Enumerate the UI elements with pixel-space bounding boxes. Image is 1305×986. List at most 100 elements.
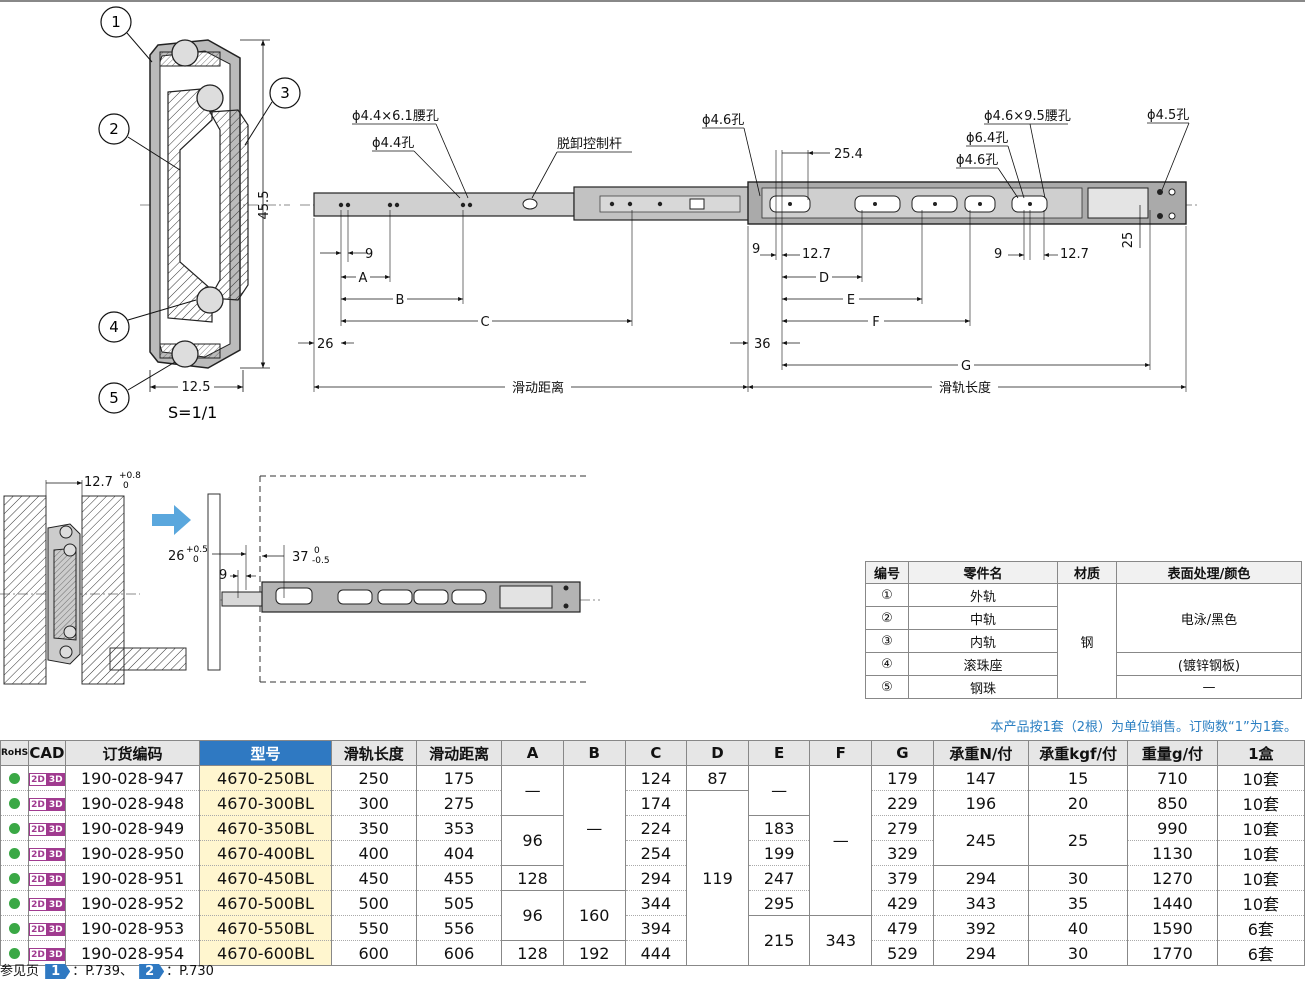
- parts-name: 滚珠座: [908, 652, 1058, 676]
- model-number: 4670-350BL: [199, 815, 332, 841]
- reference-page-1: ：P.739、: [72, 964, 133, 979]
- order-code: 190-028-949: [64, 815, 201, 841]
- model-number: 4670-450BL: [199, 865, 332, 891]
- parts-header-name: 零件名: [908, 561, 1058, 584]
- dim-c: 344: [624, 890, 688, 916]
- parts-name: 外轨: [908, 583, 1058, 607]
- dim-install-front-tol-upper: +0.5: [186, 545, 208, 555]
- dim-install-pitch: 9: [219, 568, 227, 583]
- callout-2: 2: [109, 120, 119, 138]
- dim-right-12-7: 12.7: [802, 247, 831, 262]
- dim-c: 254: [624, 840, 688, 866]
- rohs-compliant-icon: [9, 947, 21, 959]
- order-code: 190-028-954: [64, 940, 201, 966]
- rohs-compliant-icon: [9, 822, 21, 834]
- dim-g: 229: [871, 790, 934, 816]
- dim-c: 224: [624, 815, 688, 841]
- dim-e: 295: [747, 890, 811, 916]
- rohs-compliant-icon: [9, 872, 21, 884]
- parts-no: ④: [865, 652, 909, 676]
- travel: 404: [415, 840, 503, 866]
- rail-length: 600: [330, 940, 417, 966]
- dim-rear-12-7: 12.7: [1060, 247, 1089, 262]
- spec-header-rohs: RoHS: [0, 740, 30, 766]
- dim-d: 87: [686, 765, 749, 791]
- dim-g: 329: [871, 840, 934, 866]
- load-kgf: 15: [1027, 765, 1129, 791]
- dim-mount-gap-tol-upper: +0.8: [119, 471, 141, 481]
- dim-length: 滑轨长度: [939, 380, 991, 396]
- order-code: 190-028-951: [64, 865, 201, 891]
- dim-travel: 滑动距离: [512, 380, 564, 396]
- dim-front-offset: 26: [317, 337, 334, 352]
- load-n: 343: [932, 890, 1029, 916]
- travel: 505: [415, 890, 503, 916]
- load-n: 147: [932, 765, 1029, 791]
- model-number: 4670-500BL: [199, 890, 332, 916]
- sales-note: 本产品按1套（2根）为单位销售。订购数“1”为1套。: [990, 720, 1297, 735]
- box-qty: 10套: [1216, 765, 1305, 791]
- dim-section-height: 45.5: [257, 191, 272, 220]
- parts-finish-seat: (镀锌钢板): [1116, 652, 1302, 676]
- dim-rear-36: 36: [754, 337, 771, 352]
- label-hole-4-6-front: ϕ4.6孔: [702, 113, 744, 128]
- spec-header-travel: 滑动距离: [415, 740, 503, 766]
- spec-header-cad: CAD: [28, 740, 66, 766]
- rail-length: 400: [330, 840, 417, 866]
- order-code: 190-028-947: [64, 765, 201, 791]
- callout-4: 4: [109, 318, 119, 336]
- reference-tag-1[interactable]: 1: [45, 964, 71, 979]
- reference-prefix: 参见页: [0, 964, 40, 979]
- slide-side-view: ϕ4.4×6.1腰孔 ϕ4.4孔 脱卸控制杆 ϕ4.6孔 ϕ4.6×9.5腰孔 …: [298, 108, 1200, 396]
- parts-header-material: 材质: [1057, 561, 1117, 584]
- spec-table: RoHS CAD 订货编码 型号 滑轨长度 滑动距离 A B C D E F G…: [0, 740, 1305, 966]
- parts-header-finish: 表面处理/颜色: [1116, 561, 1302, 584]
- parts-finish-ball: —: [1116, 675, 1302, 699]
- label-hole-4-5: ϕ4.5孔: [1147, 108, 1189, 123]
- dim-a: 128: [501, 865, 564, 891]
- box-qty: 10套: [1216, 790, 1305, 816]
- order-code: 190-028-950: [64, 840, 201, 866]
- box-qty: 6套: [1216, 915, 1305, 941]
- rail-length: 300: [330, 790, 417, 816]
- label-hole-4-4: ϕ4.4孔: [372, 136, 414, 151]
- parts-name: 中轨: [908, 606, 1058, 630]
- label-release-lever: 脱卸控制杆: [557, 136, 622, 152]
- dim-e: —: [747, 765, 811, 816]
- dim-C: C: [480, 315, 489, 330]
- dim-section-width: 12.5: [182, 380, 211, 395]
- dim-c: 444: [624, 940, 688, 966]
- box-qty: 10套: [1216, 840, 1305, 866]
- load-kgf: 20: [1027, 790, 1129, 816]
- installation-view: 12.7 +0.8 0 26 +0.5 0 37 0 -0.5 9: [0, 471, 600, 685]
- spec-header-E: E: [747, 740, 811, 766]
- load-kgf: 35: [1027, 890, 1129, 916]
- load-n: 294: [932, 865, 1029, 891]
- dim-a: 128: [501, 940, 564, 966]
- dim-b: 192: [562, 940, 626, 966]
- dim-D: D: [819, 271, 829, 286]
- spec-header-box: 1盒: [1216, 740, 1305, 766]
- rohs-compliant-icon: [9, 897, 21, 909]
- reference-tag-2[interactable]: 2: [139, 964, 165, 979]
- dim-G: G: [961, 359, 971, 374]
- callout-1: 1: [111, 13, 121, 31]
- dim-g: 279: [871, 815, 934, 841]
- page-reference: 参见页 1：P.739、 2：P.730: [0, 960, 214, 979]
- model-number: 4670-400BL: [199, 840, 332, 866]
- parts-name: 钢珠: [908, 675, 1058, 699]
- box-qty: 10套: [1216, 865, 1305, 891]
